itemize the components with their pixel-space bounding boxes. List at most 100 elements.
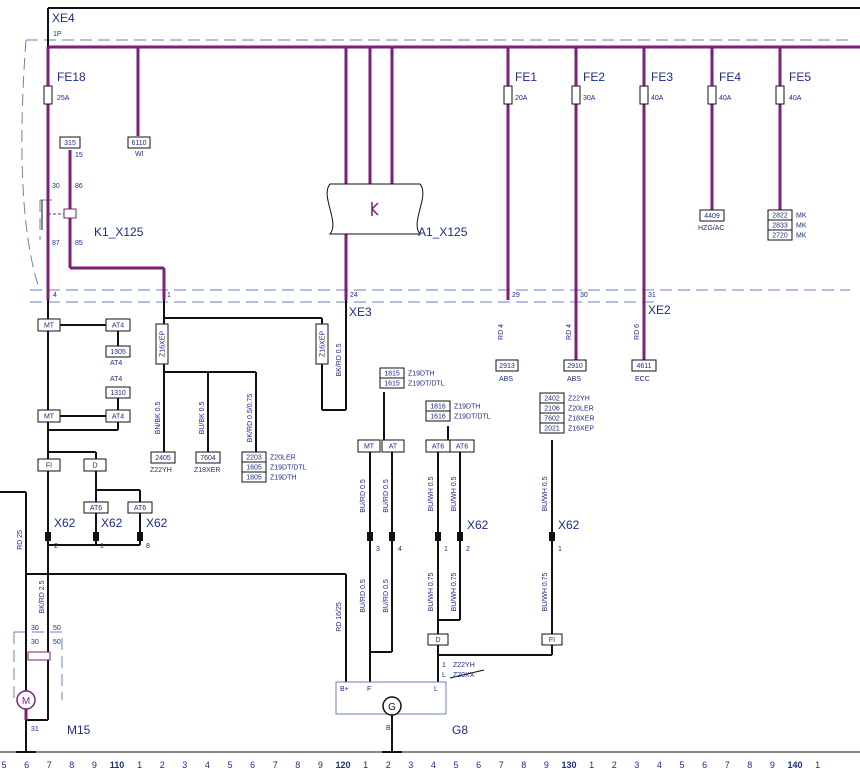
g8-pin-l: L xyxy=(442,672,446,679)
component-labels: K1_X125 A1_X125 M15 G8 B+ F L B- xyxy=(67,225,468,737)
ref-1305: 1305 xyxy=(105,345,131,358)
ruler-tick-15: 120 xyxy=(335,760,350,770)
fe1-rating: 20A xyxy=(515,95,528,102)
fe18-symbol xyxy=(43,85,53,105)
mt-box-2: MT xyxy=(37,409,61,423)
x62-pin-4 xyxy=(389,532,395,541)
svg-text:AT4: AT4 xyxy=(112,414,124,421)
generator-icon xyxy=(382,696,402,716)
svg-text:4409: 4409 xyxy=(704,213,720,220)
svg-text:AT6: AT6 xyxy=(134,505,146,512)
x62-pin-3-label: 3 xyxy=(376,546,380,553)
pin-86: 86 xyxy=(75,183,83,190)
wire-labels: BK/RD 0.5 BN/BK 0.5 BU/BK 0.5 BK/RD 0.5/… xyxy=(17,324,641,632)
fe18-name: FE18 xyxy=(57,70,86,84)
z16xep-box-2: Z16XEP xyxy=(315,323,329,365)
ruler-tick-28: 3 xyxy=(634,760,639,770)
fe4-name: FE4 xyxy=(719,70,741,84)
svg-text:2822: 2822 xyxy=(772,213,788,220)
ref-4611: 4611 xyxy=(631,359,657,372)
fe5-symbol xyxy=(775,85,785,105)
svg-text:FI: FI xyxy=(549,637,555,644)
pin-85: 85 xyxy=(75,240,83,247)
fe3-symbol xyxy=(639,85,649,105)
ruler-tick-14: 9 xyxy=(318,760,323,770)
motor-icon xyxy=(16,690,36,710)
wire-bkrd25: BK/RD 2.5 xyxy=(39,580,46,613)
svg-text:2402: 2402 xyxy=(544,396,560,403)
fi-box-1: FI xyxy=(37,458,61,472)
fe4-symbol xyxy=(707,85,717,105)
ruler-tick-24: 9 xyxy=(544,760,549,770)
svg-text:315: 315 xyxy=(64,140,76,147)
svg-text:2720: 2720 xyxy=(772,233,788,240)
gen-symbol: G xyxy=(388,702,396,713)
pin-87: 87 xyxy=(52,240,60,247)
at6-box-d: AT6 xyxy=(449,439,475,453)
wire-bnbk05: BN/BK 0.5 xyxy=(155,402,162,435)
x62-pin-4-label: 4 xyxy=(398,546,402,553)
xe2-label: XE2 xyxy=(648,303,671,317)
ruler-tick-23: 8 xyxy=(521,760,526,770)
svg-text:1616: 1616 xyxy=(430,414,446,421)
m15-switch xyxy=(27,651,51,661)
abs-label-1: ABS xyxy=(499,376,513,383)
wi-label: WI xyxy=(135,151,144,158)
fuse-symbols xyxy=(43,85,785,105)
svg-text:AT4: AT4 xyxy=(112,323,124,330)
at6-box-b: AT6 xyxy=(127,501,153,514)
reference-text: WI HZG/AC ABS ABS ECC AT4 AT4 Z22YH Z18X… xyxy=(110,151,724,679)
fe2-name: FE2 xyxy=(583,70,605,84)
svg-text:Z19DTH: Z19DTH xyxy=(270,475,296,482)
fuse-labels: FE18 25A FE1 20A FE2 30A FE3 40A FE4 40A… xyxy=(57,70,811,102)
pin-labels: 15 30 86 87 85 4 1 24 29 30 31 2 1 8 3 4… xyxy=(31,152,656,733)
ruler-tick-13: 8 xyxy=(295,760,300,770)
svg-text:Z16XEP: Z16XEP xyxy=(160,331,167,357)
mt-box-1: MT xyxy=(37,318,61,332)
m15-pin-31: 31 xyxy=(31,726,39,733)
svg-text:2106: 2106 xyxy=(544,406,560,413)
x62-pins xyxy=(45,532,555,541)
x62-pin-1c-label: 1 xyxy=(558,546,562,553)
x62-pin-1b xyxy=(435,532,441,541)
wire-bkrd05075: BK/RD 0.5/0.75 xyxy=(247,394,254,443)
x62-label-3: X62 xyxy=(146,516,168,530)
svg-text:7602: 7602 xyxy=(544,416,560,423)
ruler-tick-35: 140 xyxy=(787,760,802,770)
svg-text:MT: MT xyxy=(44,414,55,421)
svg-text:AT: AT xyxy=(389,444,398,451)
wire-buwh05c: BU/WH 0.5 xyxy=(542,476,549,511)
wire-rd25: RD 25 xyxy=(17,530,24,550)
svg-text:2203: 2203 xyxy=(246,455,262,462)
g8-f: F xyxy=(367,686,371,693)
svg-text:Z18XER: Z18XER xyxy=(568,416,594,423)
wire-buwh075c: BU/WH 0.75 xyxy=(542,572,549,611)
at4-label-d: AT4 xyxy=(110,376,122,383)
wire-buwh075a: BU/WH 0.75 xyxy=(428,572,435,611)
pin-4: 4 xyxy=(53,292,57,299)
at4-label-c: AT4 xyxy=(110,360,122,367)
motor-symbol: M xyxy=(22,696,30,707)
wire-buwh075b: BU/WH 0.75 xyxy=(451,572,458,611)
svg-text:2021: 2021 xyxy=(544,426,560,433)
svg-text:1805: 1805 xyxy=(246,475,262,482)
at4-box-b: AT4 xyxy=(105,409,131,423)
x62-pin-2-label: 2 xyxy=(54,543,58,550)
ruler-tick-27: 2 xyxy=(612,760,617,770)
ruler-tick-18: 3 xyxy=(408,760,413,770)
ruler-tick-31: 6 xyxy=(702,760,707,770)
ruler-tick-1: 6 xyxy=(24,760,29,770)
fe18-rating: 25A xyxy=(57,95,70,102)
wire-burd05b: BU/RD 0.5 xyxy=(383,479,390,513)
svg-text:1615: 1615 xyxy=(384,381,400,388)
svg-text:Z20LER: Z20LER xyxy=(568,406,594,413)
ruler-tick-4: 9 xyxy=(92,760,97,770)
connector-labels: XE4 1P XE3 XE2 X62 X62 X62 X62 X62 xyxy=(52,11,671,532)
ruler-tick-17: 2 xyxy=(386,760,391,770)
ecc-label: ECC xyxy=(635,376,650,383)
